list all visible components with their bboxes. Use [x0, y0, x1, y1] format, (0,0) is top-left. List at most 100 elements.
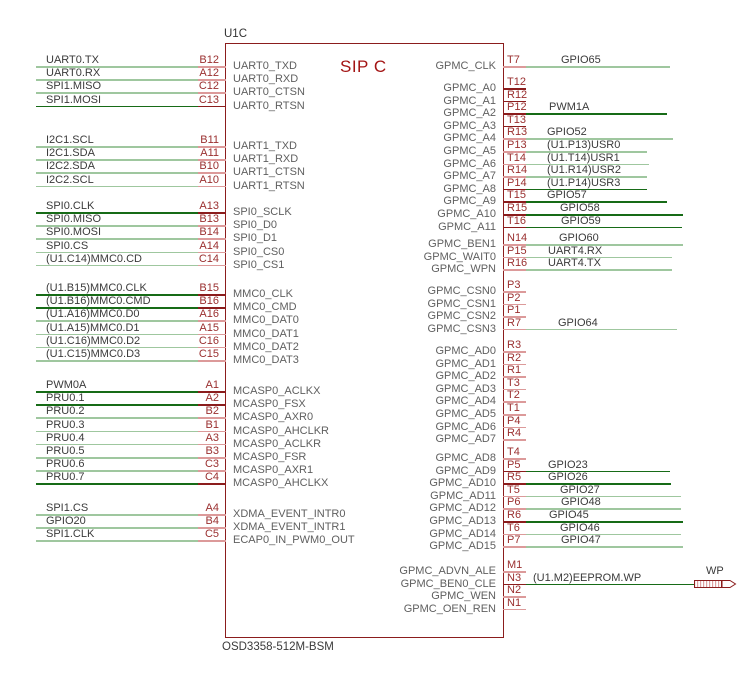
pin-stub[interactable]: [198, 527, 226, 529]
net-label[interactable]: (U1.M2)EEPROM.WP: [533, 571, 642, 584]
net-label[interactable]: (U1.A15)MMC0.D1: [46, 321, 140, 334]
net-wire[interactable]: [526, 201, 667, 203]
net-label[interactable]: GPIO45: [549, 509, 589, 521]
pin-stub[interactable]: [502, 316, 526, 318]
net-wire[interactable]: [36, 430, 198, 433]
net-label[interactable]: PRU0.4: [46, 431, 85, 444]
net-wire[interactable]: [36, 79, 198, 81]
pin-stub[interactable]: [198, 417, 226, 419]
pin-stub[interactable]: [198, 79, 226, 81]
pin-stub[interactable]: [198, 225, 226, 227]
net-wire[interactable]: [36, 225, 198, 227]
net-label[interactable]: PRU0.2: [46, 405, 85, 418]
net-wire[interactable]: [526, 256, 672, 259]
net-label[interactable]: GPIO23: [548, 458, 588, 471]
net-wire[interactable]: [36, 307, 198, 309]
net-wire[interactable]: [36, 159, 198, 161]
pin-stub[interactable]: [502, 414, 526, 416]
net-wire[interactable]: [36, 417, 198, 419]
net-wire[interactable]: [36, 360, 198, 362]
pin-stub[interactable]: [502, 269, 526, 271]
net-label[interactable]: GPIO58: [560, 202, 600, 214]
net-label[interactable]: GPIO57: [547, 189, 587, 202]
net-label[interactable]: SPI0.MISO: [46, 213, 102, 226]
pin-stub[interactable]: [502, 426, 526, 429]
pin-stub[interactable]: [198, 238, 226, 240]
net-wire[interactable]: [36, 251, 198, 254]
pin-stub[interactable]: [502, 151, 526, 153]
net-wire[interactable]: [526, 176, 647, 178]
net-wire[interactable]: [526, 214, 683, 216]
net-wire[interactable]: [36, 264, 198, 267]
pin-stub[interactable]: [502, 125, 526, 128]
pin-stub[interactable]: [198, 159, 226, 161]
pin-stub[interactable]: [502, 608, 526, 611]
net-wire[interactable]: [526, 66, 670, 68]
net-wire[interactable]: [36, 527, 198, 529]
pin-stub[interactable]: [502, 214, 526, 216]
net-label[interactable]: SPI1.MOSI: [46, 93, 102, 106]
pin-stub[interactable]: [502, 458, 526, 460]
net-wire[interactable]: [36, 540, 198, 542]
net-wire[interactable]: [36, 294, 198, 296]
net-label[interactable]: SPI1.CS: [46, 502, 89, 514]
pin-stub[interactable]: [502, 521, 526, 523]
net-wire[interactable]: [36, 238, 198, 240]
pin-stub[interactable]: [198, 430, 226, 433]
pin-stub[interactable]: [502, 439, 526, 441]
pin-stub[interactable]: [198, 470, 226, 472]
net-label[interactable]: I2C1.SDA: [46, 147, 95, 160]
net-wire[interactable]: [36, 333, 198, 336]
pin-stub[interactable]: [198, 66, 226, 68]
pin-stub[interactable]: [198, 540, 226, 542]
net-label[interactable]: GPIO60: [559, 232, 599, 244]
net-wire[interactable]: [36, 92, 198, 94]
pin-stub[interactable]: [502, 546, 526, 548]
net-label[interactable]: (U1.C14)MMC0.CD: [46, 252, 142, 265]
net-label[interactable]: (U1.T14)USR1: [547, 151, 620, 164]
pin-stub[interactable]: [198, 264, 226, 267]
net-label[interactable]: GPIO59: [561, 214, 601, 227]
net-label[interactable]: GPIO47: [561, 534, 601, 547]
pin-stub[interactable]: [198, 294, 226, 296]
net-wire[interactable]: [526, 113, 667, 115]
net-label[interactable]: UART0.TX: [46, 54, 99, 66]
net-label[interactable]: GPIO26: [548, 471, 588, 484]
net-label[interactable]: SPI1.CLK: [46, 528, 95, 541]
net-label[interactable]: GPIO20: [46, 515, 86, 528]
net-label[interactable]: SPI0.MOSI: [46, 226, 102, 239]
pin-stub[interactable]: [502, 291, 526, 293]
net-label[interactable]: GPIO46: [560, 521, 600, 534]
pin-stub[interactable]: [198, 92, 226, 94]
net-wire[interactable]: [36, 185, 198, 188]
net-label[interactable]: SPI0.CLK: [46, 200, 95, 212]
net-label[interactable]: PRU0.3: [46, 418, 85, 431]
net-wire[interactable]: [526, 533, 681, 536]
net-label[interactable]: PWM0A: [46, 379, 87, 391]
pin-stub[interactable]: [198, 457, 226, 459]
pin-stub[interactable]: [198, 212, 226, 214]
net-wire[interactable]: [526, 188, 647, 191]
pin-stub[interactable]: [198, 483, 226, 485]
net-label[interactable]: (U1.P14)USR3: [547, 176, 621, 189]
pin-stub[interactable]: [502, 508, 526, 510]
pin-stub[interactable]: [502, 533, 526, 536]
pin-stub[interactable]: [198, 105, 226, 108]
pin-stub[interactable]: [198, 391, 226, 393]
net-wire[interactable]: [36, 483, 198, 485]
net-label[interactable]: I2C2.SDA: [46, 160, 95, 173]
net-label[interactable]: (U1.B16)MMC0.CMD: [46, 295, 151, 308]
net-label[interactable]: PRU0.7: [46, 471, 85, 484]
net-label[interactable]: UART4.TX: [548, 257, 601, 270]
pin-stub[interactable]: [198, 346, 226, 349]
net-wire[interactable]: [36, 66, 198, 68]
net-wire[interactable]: [526, 151, 647, 153]
pin-stub[interactable]: [502, 401, 526, 403]
net-wire[interactable]: [526, 226, 682, 229]
pin-stub[interactable]: [502, 571, 526, 573]
pin-stub[interactable]: [502, 583, 526, 586]
pin-stub[interactable]: [502, 226, 526, 229]
net-label[interactable]: I2C1.SCL: [46, 134, 94, 146]
net-wire[interactable]: [36, 146, 198, 148]
net-wire[interactable]: [526, 138, 673, 140]
